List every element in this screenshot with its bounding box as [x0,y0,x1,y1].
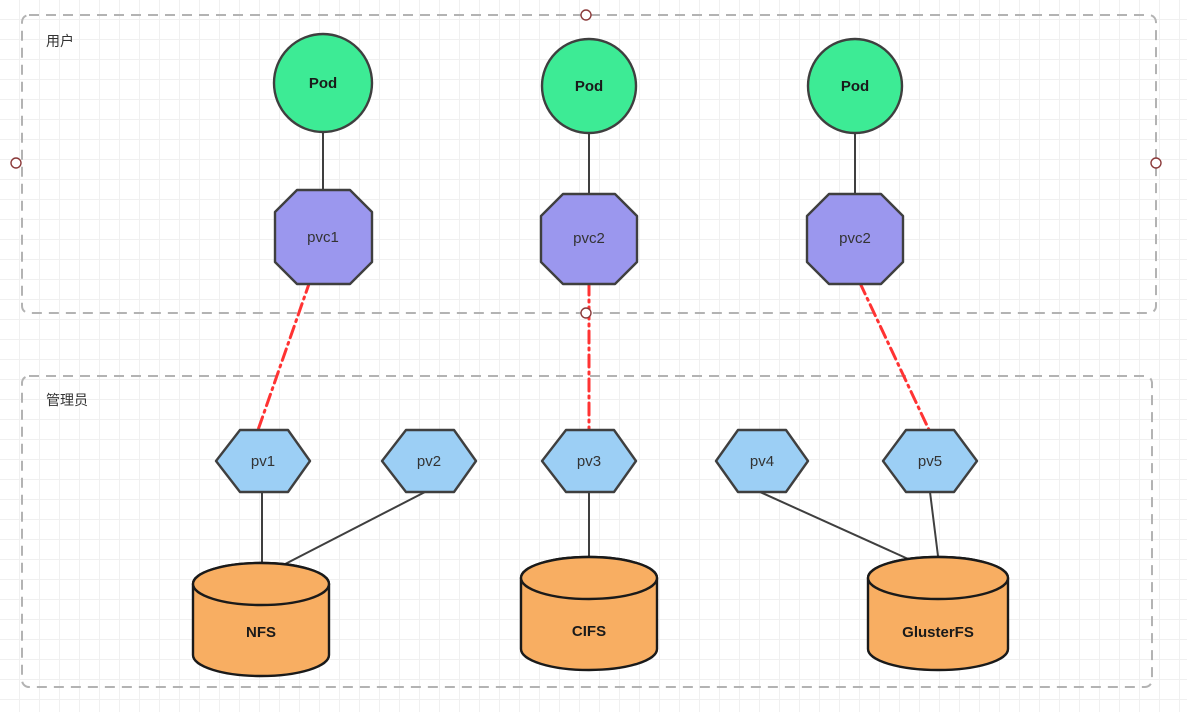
pod2-circle[interactable] [540,37,638,135]
pv5-hexagon[interactable] [881,428,979,494]
group-user[interactable]: 用户 [21,14,1157,314]
pv2-hexagon[interactable] [380,428,478,494]
pvc3-octagon[interactable] [805,192,905,286]
pv3-label: pv3 [577,453,601,470]
node-pvc1[interactable]: pvc1 [273,188,374,286]
cifs-label: CIFS [572,623,606,640]
node-pv5[interactable]: pv5 [881,428,979,494]
edge-pvc3-pv5[interactable] [858,281,932,434]
node-pv4[interactable]: pv4 [714,428,810,494]
cifs-cylinder-top [519,555,659,601]
user-group-label: 用户 [46,33,74,49]
node-pod1[interactable]: Pod [272,32,374,134]
pv2-label: pv2 [417,453,441,470]
node-pod3[interactable]: Pod [806,37,904,135]
pvc1-label: pvc1 [307,229,339,246]
pvc2-label: pvc2 [573,230,605,247]
glusterfs-cylinder-top [866,555,1010,601]
pv1-label: pv1 [251,453,275,470]
node-pv2[interactable]: pv2 [380,428,478,494]
group-admin[interactable]: 管理员 [21,375,1153,688]
pod3-circle[interactable] [806,37,904,135]
nfs-cylinder-top [191,561,331,607]
selection-handle-right[interactable] [1150,157,1162,169]
node-cifs[interactable]: CIFS [519,555,659,672]
node-nfs[interactable]: NFS [191,561,331,678]
edge-pvc1-pv1[interactable] [256,279,312,432]
pod1-label: Pod [309,75,337,92]
pvc1-octagon[interactable] [273,188,374,286]
nfs-label: NFS [246,624,276,641]
pod1-circle[interactable] [272,32,374,134]
selection-handle-top[interactable] [580,9,592,21]
node-glusterfs[interactable]: GlusterFS [866,555,1010,672]
pv4-hexagon[interactable] [714,428,810,494]
pvc3-label: pvc2 [839,230,871,247]
node-pod2[interactable]: Pod [540,37,638,135]
pv3-hexagon[interactable] [540,428,638,494]
admin-group-border[interactable] [21,375,1153,688]
node-pv3[interactable]: pv3 [540,428,638,494]
node-pvc2[interactable]: pvc2 [539,192,639,286]
pv1-hexagon[interactable] [214,428,312,494]
admin-group-label: 管理员 [46,392,88,408]
pod3-label: Pod [841,78,869,95]
selection-handle-left[interactable] [10,157,22,169]
pod2-label: Pod [575,78,603,95]
pv4-label: pv4 [750,453,774,470]
selection-handle-bottom[interactable] [580,307,592,319]
node-pv1[interactable]: pv1 [214,428,312,494]
glusterfs-label: GlusterFS [902,624,974,641]
pv5-label: pv5 [918,453,942,470]
pvc2-octagon[interactable] [539,192,639,286]
node-pvc3[interactable]: pvc2 [805,192,905,286]
